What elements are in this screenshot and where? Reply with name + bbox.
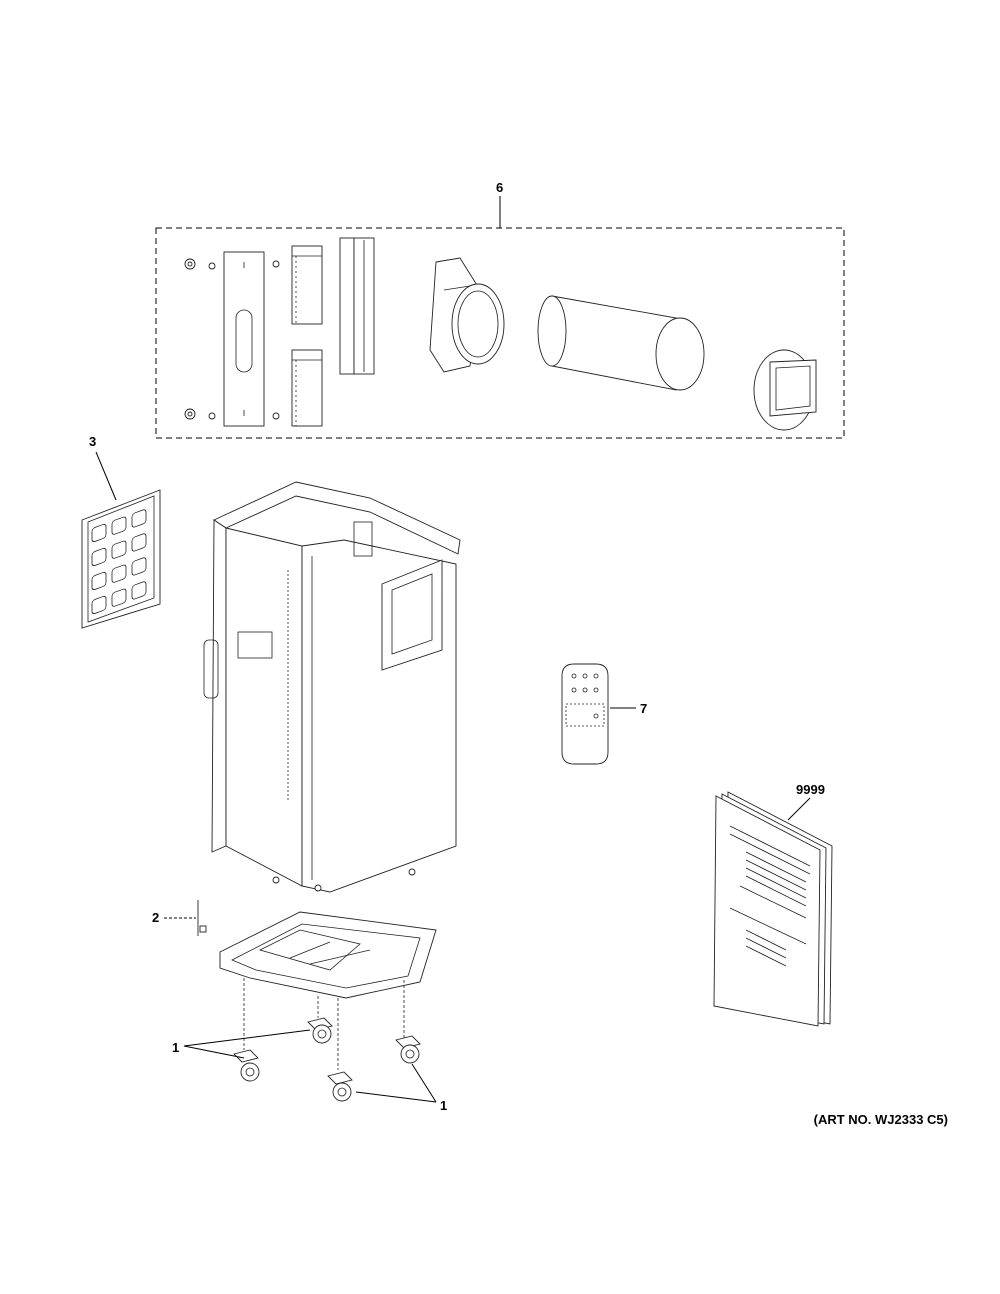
window-slider-panels — [291, 245, 323, 427]
callout-9999: 9999 — [796, 782, 825, 797]
art-number: (ART NO. WJ2333 C5) — [814, 1112, 948, 1127]
leader-1b-2 — [411, 1063, 437, 1103]
air-filter-group: 3 — [81, 434, 161, 629]
cabinet-housing — [203, 481, 461, 893]
callout-2: 2 — [152, 910, 159, 925]
air-filter — [81, 489, 161, 629]
caster-1 — [233, 1049, 260, 1082]
owners-manual — [713, 791, 833, 1027]
caster-3 — [327, 1071, 353, 1102]
caster-4 — [395, 1035, 421, 1064]
screw-part-2: 2 — [152, 900, 207, 936]
callout-3: 3 — [89, 434, 96, 449]
kit-boundary — [155, 227, 845, 439]
remote-control — [561, 663, 609, 765]
manual-group: 9999 — [713, 782, 833, 1027]
caster-2 — [307, 1017, 333, 1044]
remote-control-group: 7 — [561, 663, 647, 765]
base-pan — [219, 911, 437, 999]
callout-6: 6 — [496, 180, 503, 195]
screw-set — [184, 258, 280, 420]
leader-3 — [95, 451, 117, 501]
leader-1a-2 — [183, 1029, 311, 1047]
leader-1a-1 — [183, 1045, 245, 1059]
window-connector — [753, 349, 817, 431]
callout-1a: 1 — [172, 1040, 179, 1055]
leader-1b-1 — [355, 1091, 437, 1103]
callout-7: 7 — [640, 701, 647, 716]
exhaust-hose — [537, 295, 705, 391]
casters-group: 1 1 — [172, 978, 447, 1113]
exhaust-flange-adapter — [429, 257, 505, 373]
window-kit-group: 6 — [155, 180, 845, 439]
window-rails — [339, 237, 375, 375]
leader-9999 — [787, 797, 811, 821]
window-panel-adapter — [223, 251, 265, 427]
callout-1b: 1 — [440, 1098, 447, 1113]
